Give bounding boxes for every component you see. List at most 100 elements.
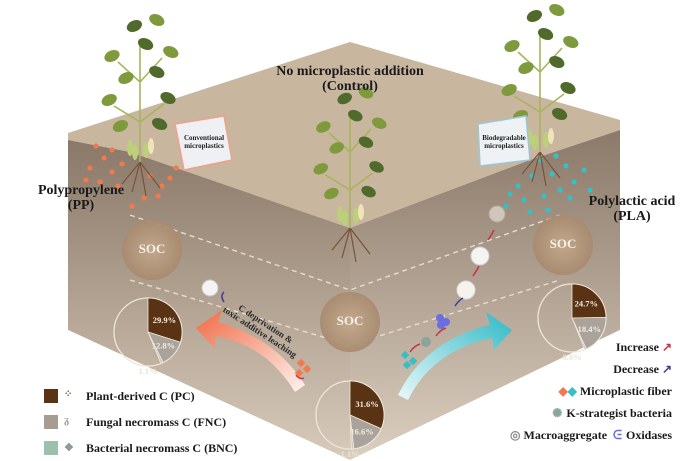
pp-particle: [141, 195, 147, 201]
pie-slice-bnc: [571, 317, 587, 351]
increase-arrow-icon: [409, 343, 421, 353]
macroaggregate-icon: [201, 279, 219, 297]
pla-particle: [527, 209, 533, 215]
biodegradable-bag-label: Biodegradable microplastics: [482, 134, 526, 151]
macroaggregate-icon: [470, 246, 490, 266]
leaf: [563, 35, 579, 49]
pc-swatch: [44, 389, 58, 403]
legend-item-bnc: ❖ Bacterial necromass C (BNC): [44, 435, 237, 461]
legend-label-kstrategist: K-strategist bacteria: [566, 405, 672, 420]
pie-slice-fnc: [571, 316, 607, 350]
soybean-pod: [342, 210, 348, 226]
pla-particle: [549, 171, 555, 177]
leaf: [329, 142, 344, 154]
increase-arrow-icon: [435, 327, 447, 337]
pp-particle: [159, 183, 165, 189]
increase-arrow-icon: ↗: [661, 339, 672, 354]
fnc-swatch: [44, 415, 58, 429]
oxidase-icon: ᕮ: [613, 427, 622, 442]
pie-slice-pc: [349, 380, 385, 430]
pla-title: Polylactic acid (PLA): [572, 194, 692, 225]
pp-particle: [129, 203, 135, 209]
leaf: [337, 92, 352, 105]
microplastic-fiber-pla: [400, 350, 418, 370]
leaf: [526, 9, 543, 23]
soybean-pod: [532, 134, 538, 150]
soc-sphere-pla: [533, 215, 593, 275]
leaf: [118, 71, 134, 85]
soybean-pod: [543, 132, 549, 148]
soybean-plant: [501, 3, 579, 152]
bacteria-cluster-icon: ❖: [64, 442, 74, 454]
soybean-pod: [127, 140, 133, 156]
pla-fiber-icon: ◆: [567, 383, 577, 398]
leaf: [126, 19, 143, 33]
plant-stem: [513, 32, 565, 152]
pla-particle: [553, 153, 559, 159]
fungal-hyphae-icon: ᵹ: [64, 415, 70, 426]
soybean-pod: [353, 208, 359, 224]
leaf: [501, 83, 517, 97]
soybean-plants: [101, 3, 579, 228]
control-title-line: No microplastic addition: [276, 64, 424, 79]
pp-particle: [83, 177, 89, 183]
pie-label-fnc: 12.8%: [152, 340, 175, 350]
microplastic-fiber-pp: [294, 358, 312, 378]
leaf: [316, 121, 331, 133]
soc-sphere-pp: [122, 220, 182, 280]
pp-particle: [115, 183, 121, 189]
carbon-legend: ⁘ Plant-derived C (PC) ᵹ Fungal necromas…: [44, 383, 237, 461]
pla-particle: [571, 179, 577, 185]
plant-stem: [324, 114, 374, 228]
decrease-arrow-icon: [454, 297, 464, 307]
pie-pp: 29.9%12.8%1.1%: [113, 297, 183, 376]
pla-title-line: Polylactic acid: [588, 194, 676, 209]
leaf: [549, 3, 565, 17]
pp-particle: [119, 161, 125, 167]
leaf: [101, 93, 117, 107]
pie-label-pc: 31.6%: [355, 399, 378, 409]
legend-item-pc: ⁘ Plant-derived C (PC): [44, 383, 237, 409]
k-strategist-bacteria-icon: [421, 337, 431, 347]
soc-label-pp: SOC: [138, 241, 166, 256]
control-title: No microplastic addition (Control): [250, 64, 450, 95]
pp-title-line: Polypropylene: [37, 183, 125, 198]
pp-fiber-icon: ◆: [558, 383, 568, 398]
legend-label-fiber: Microplastic fiber: [579, 383, 672, 398]
bnc-swatch: [44, 441, 58, 455]
pp-particle: [173, 165, 179, 171]
pla-particle: [521, 197, 527, 203]
soc-sphere-control: [320, 292, 380, 352]
leaf: [358, 87, 374, 99]
pla-particle: [557, 187, 563, 193]
leaf: [369, 161, 384, 173]
soybean-pod: [148, 138, 154, 154]
pla-particle: [545, 207, 551, 213]
soc-label-pla: SOC: [549, 236, 577, 251]
leaf: [537, 27, 554, 41]
pp-subtitle-line: (PP): [67, 198, 95, 214]
legend-label-macroaggregate: Macroaggregate: [523, 427, 608, 442]
roots: [121, 151, 561, 263]
increase-arrow-icon: [295, 374, 305, 380]
pla-particle: [515, 183, 521, 189]
pie-label-pc: 24.7%: [575, 298, 598, 308]
leaf: [112, 119, 129, 133]
pie-slice-pc: [147, 297, 183, 343]
soybean-pod: [143, 142, 149, 158]
leaf: [151, 117, 168, 131]
conventional-bag-label: Conventional microplastics: [183, 134, 225, 151]
pie-label-fnc: 18.4%: [578, 324, 601, 334]
pla-effect-arrow: [398, 312, 512, 400]
leaf: [160, 91, 176, 105]
legend-item-fnc: ᵹ Fungal necromass C (FNC): [44, 409, 237, 435]
pla-particle: [581, 167, 587, 173]
macroaggregate-icon: ◎: [510, 427, 521, 442]
soil-top-surface: [68, 42, 620, 228]
soybean-plant: [313, 87, 387, 228]
soybean-pod: [337, 206, 343, 222]
decrease-arrow-icon: ↗: [661, 361, 672, 376]
pie-label-pc: 29.9%: [153, 315, 176, 325]
pie-label-fnc: 16.6%: [350, 426, 373, 436]
